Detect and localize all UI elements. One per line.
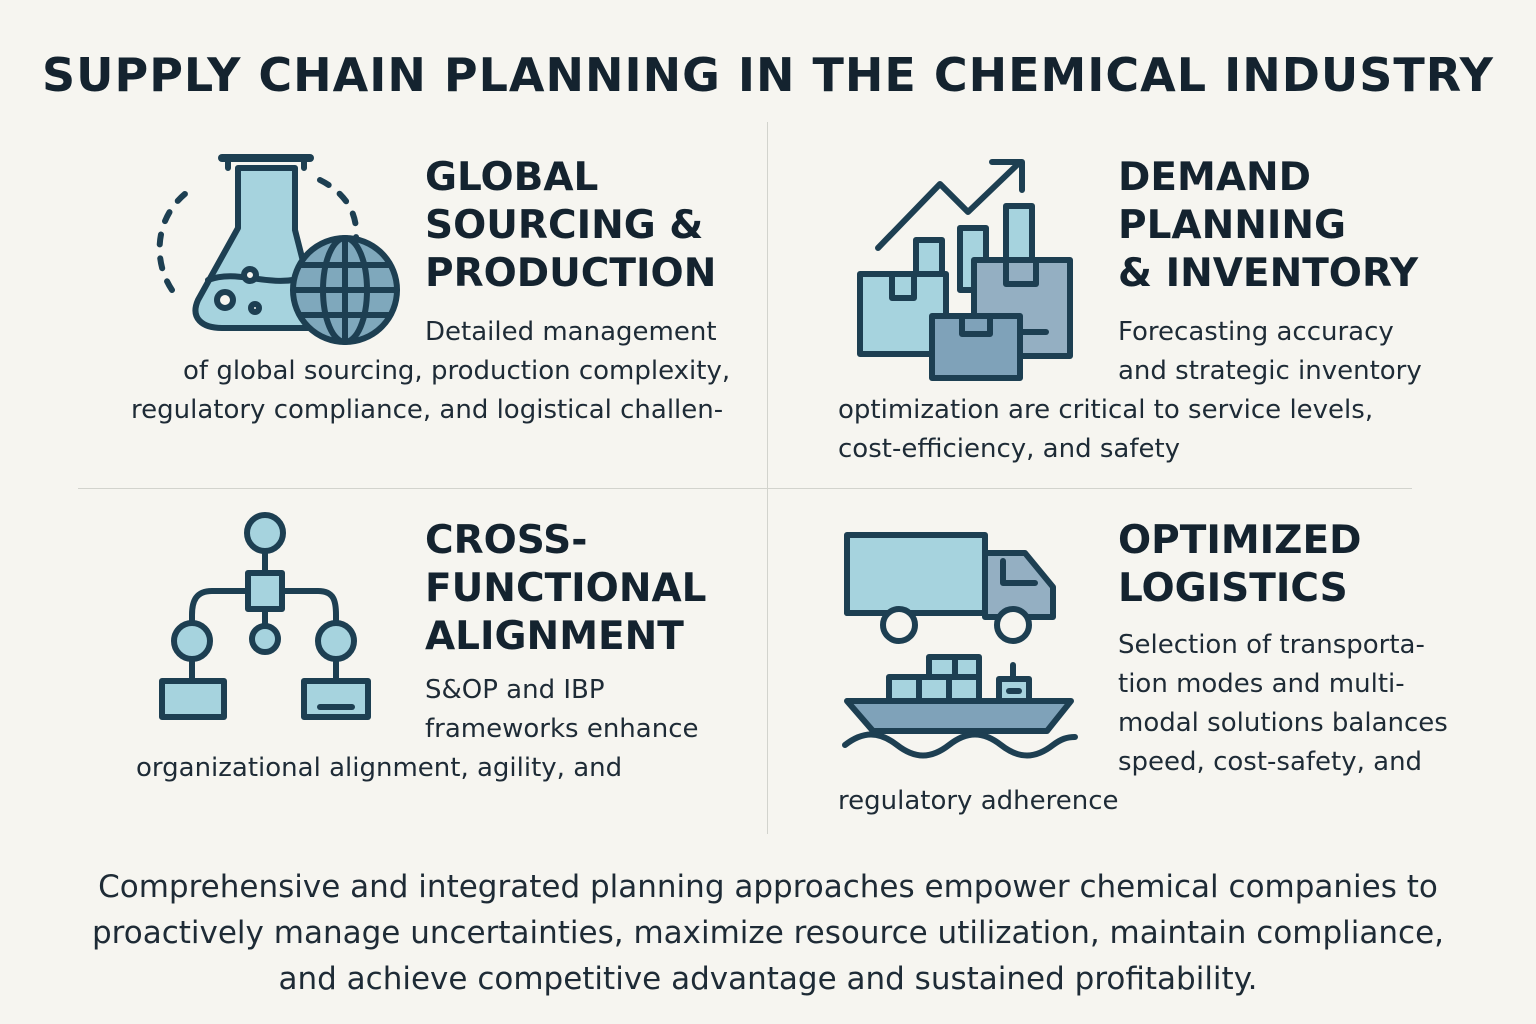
section-body-line: Detailed management <box>425 317 717 347</box>
org-flowchart-icon <box>150 505 380 725</box>
section-body-line: Selection of transporta- <box>1118 630 1425 660</box>
page-title: SUPPLY CHAIN PLANNING IN THE CHEMICAL IN… <box>42 48 1494 102</box>
section-body-line: speed, cost-safety, and <box>1118 747 1423 777</box>
section-heading: GLOBAL SOURCING & PRODUCTION <box>425 155 717 296</box>
footer-line: and achieve competitive advantage and su… <box>278 961 1258 997</box>
section-body-line: and strategic inventory <box>1118 356 1422 386</box>
truck-ship-icon <box>835 525 1085 765</box>
footer-summary: Comprehensive and integrated planning ap… <box>0 864 1536 1002</box>
flask-globe-icon <box>150 150 410 350</box>
section-body-line: cost-efficiency, and safety <box>838 434 1181 464</box>
section-body-line: tion modes and multi- <box>1118 669 1405 699</box>
section-body-line: of global sourcing, production complexit… <box>183 356 731 386</box>
section-body-line: Forecasting accuracy <box>1118 317 1394 347</box>
section-body-line: regulatory adherence <box>838 786 1119 816</box>
horizontal-divider <box>78 488 1412 489</box>
growth-chart-boxes-icon <box>850 150 1090 390</box>
section-body-line: S&OP and IBP <box>425 675 605 705</box>
section-body-line: organizational alignment, agility, and <box>136 753 623 783</box>
section-heading: DEMAND PLANNING & INVENTORY <box>1118 155 1419 296</box>
section-body-line: regulatory compliance, and logistical ch… <box>131 395 724 425</box>
footer-line: Comprehensive and integrated planning ap… <box>98 869 1438 905</box>
section-heading: OPTIMIZED LOGISTICS <box>1118 518 1362 611</box>
footer-line: proactively manage uncertainties, maximi… <box>92 915 1444 951</box>
section-body-line: frameworks enhance <box>425 714 699 744</box>
section-body-line: modal solutions balances <box>1118 708 1448 738</box>
vertical-divider <box>767 122 768 834</box>
section-body-line: optimization are critical to service lev… <box>838 395 1374 425</box>
section-heading: CROSS- FUNCTIONAL ALIGNMENT <box>425 518 707 659</box>
